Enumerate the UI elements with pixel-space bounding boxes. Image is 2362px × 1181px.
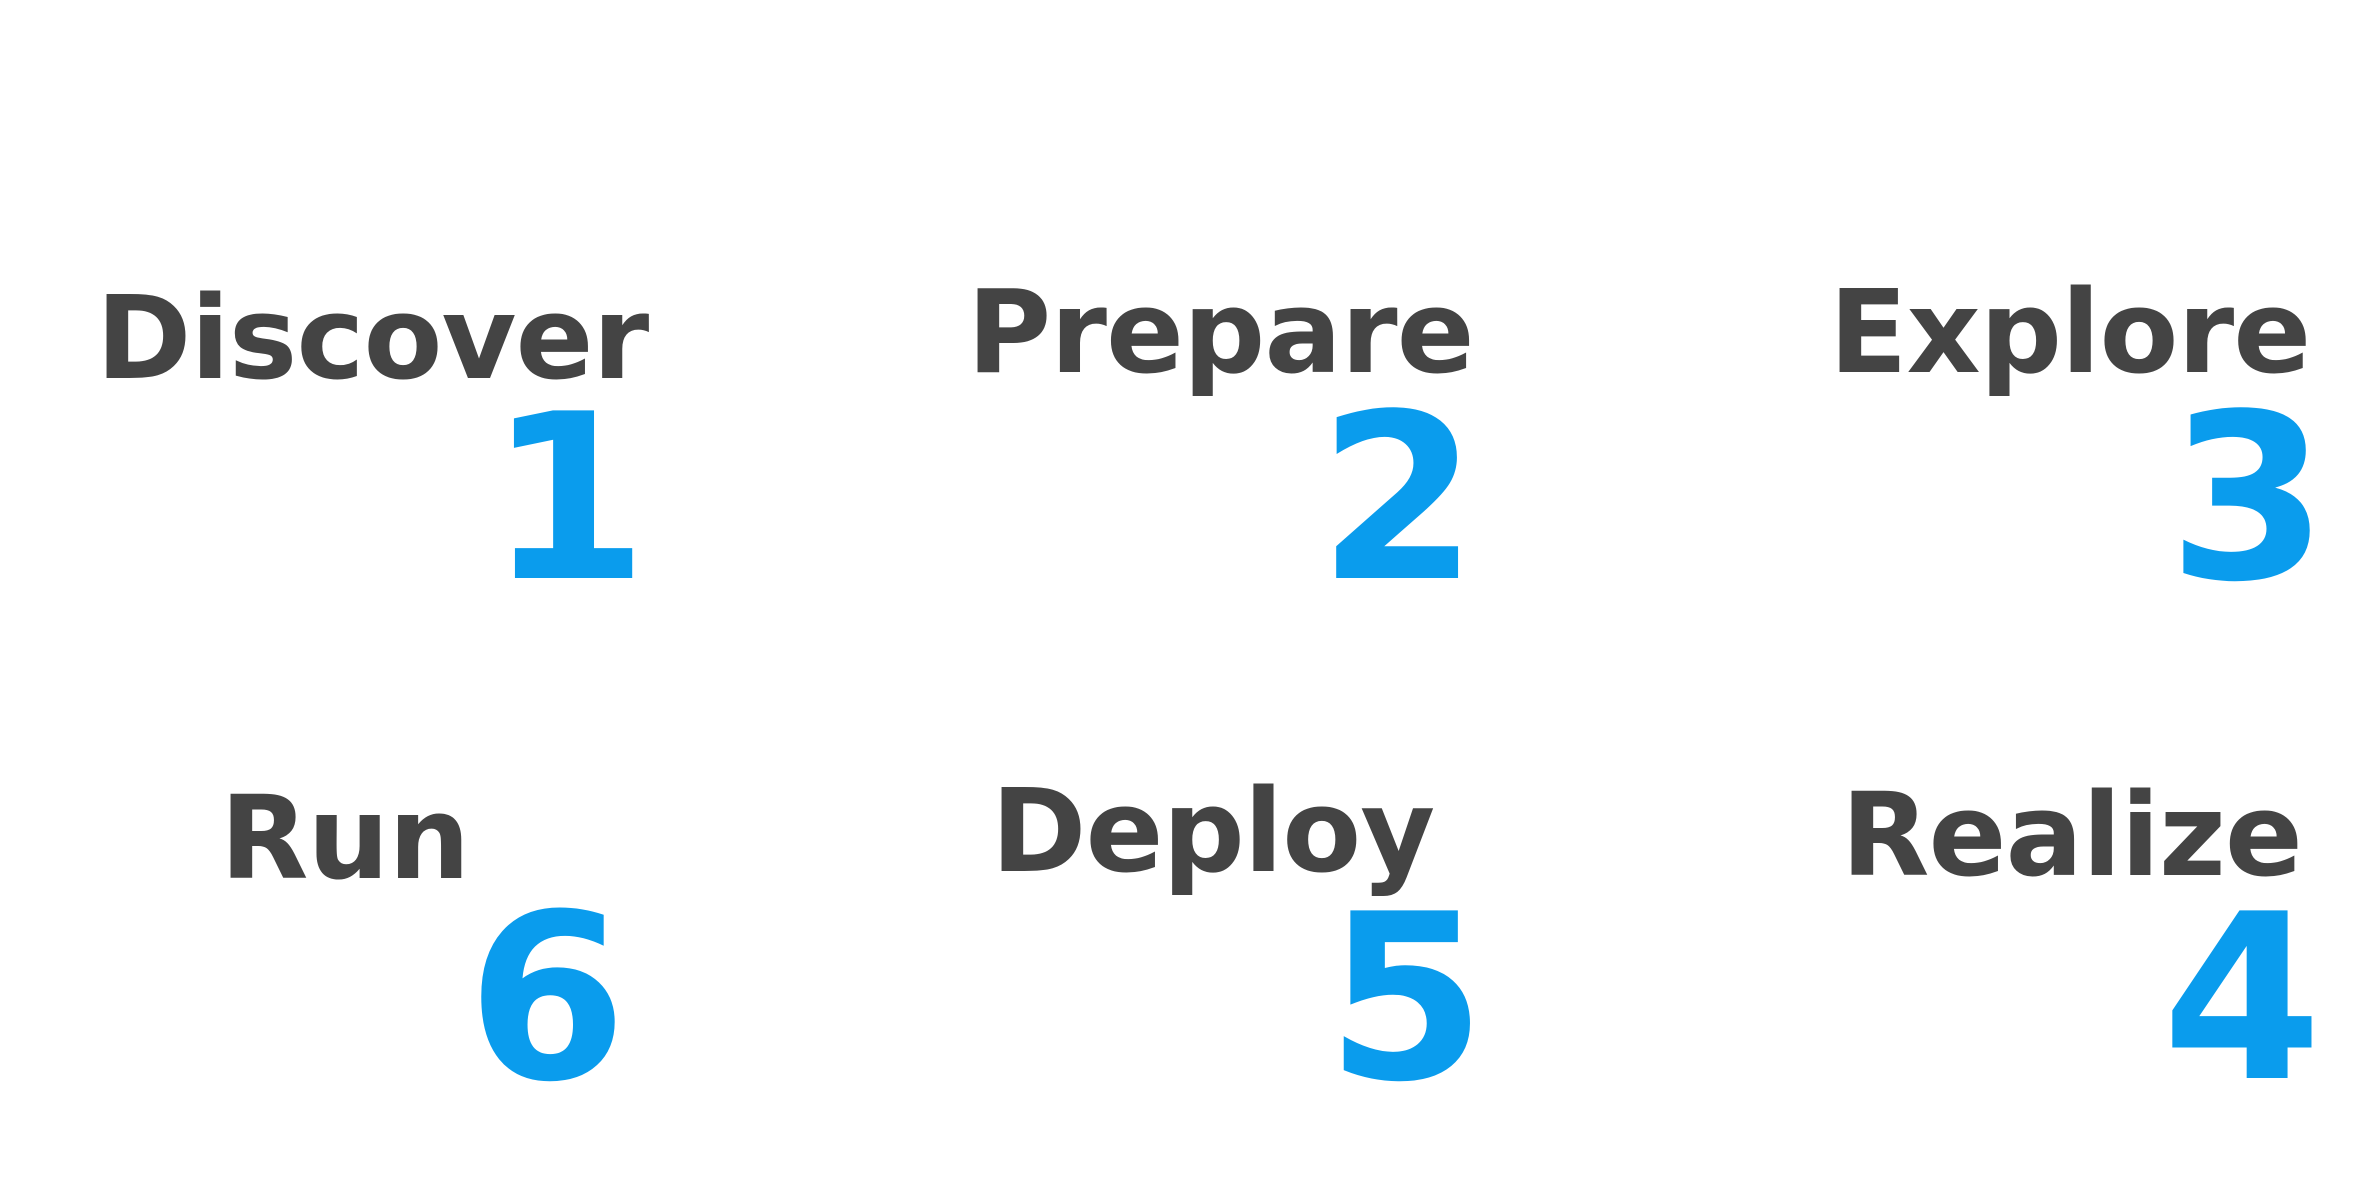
step-number: 5	[1326, 866, 1487, 1133]
step-number: 3	[2168, 366, 2329, 633]
step-number: 2	[1318, 366, 1479, 633]
step-number: 1	[488, 366, 649, 633]
step-label: Run	[220, 772, 470, 906]
step-label: Prepare	[967, 266, 1475, 400]
step-label: Deploy	[991, 765, 1435, 899]
step-label: Realize	[1841, 769, 2303, 903]
step-label: Discover	[96, 272, 649, 406]
step-number: 4	[2162, 866, 2323, 1133]
step-number: 6	[467, 866, 628, 1133]
step-label: Explore	[1829, 266, 2311, 400]
